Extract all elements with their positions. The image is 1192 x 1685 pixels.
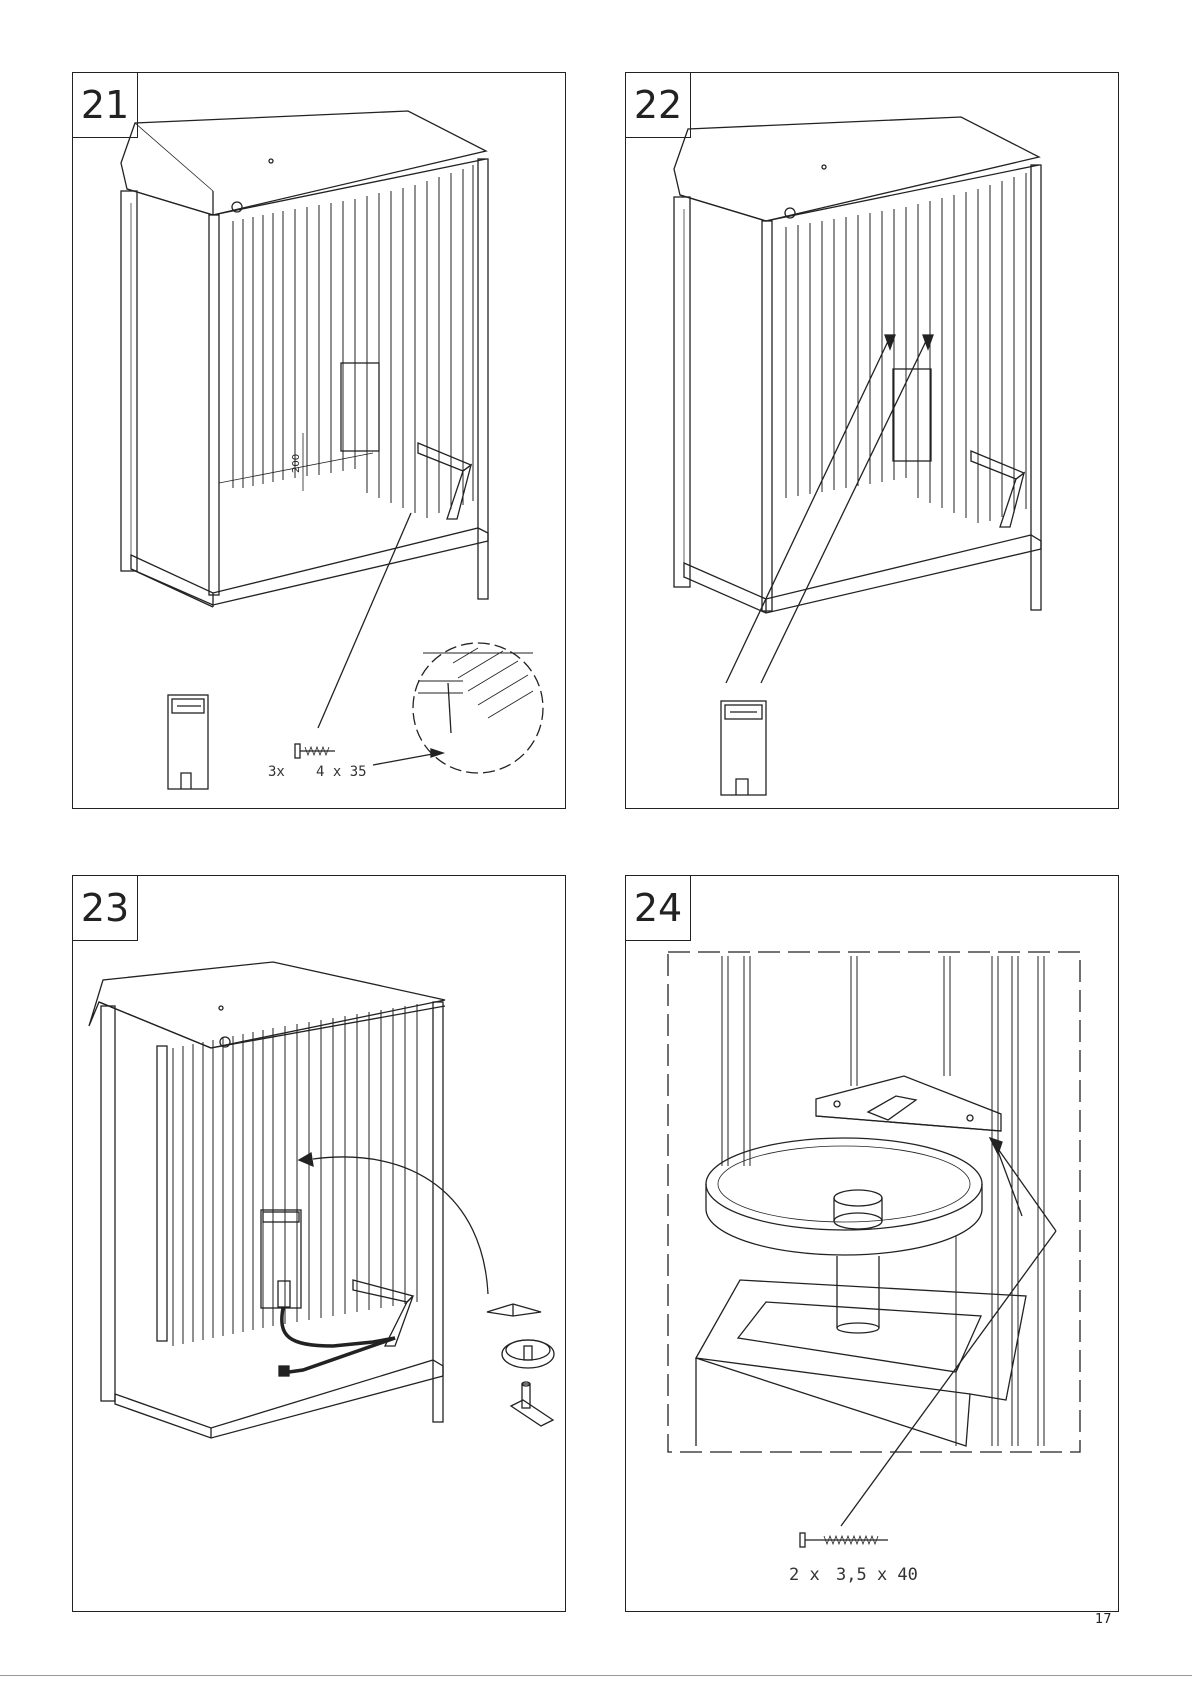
dimension-label: 200 <box>291 454 302 473</box>
screw-icon <box>800 1533 888 1547</box>
tray-part-icon <box>502 1340 554 1368</box>
step-21-panel: 21 <box>72 72 566 809</box>
screw-size: 4 x 35 <box>316 764 367 780</box>
bottom-rule <box>0 1675 1192 1676</box>
page-number: 17 <box>1095 1612 1112 1627</box>
screw-icon <box>295 744 335 758</box>
screw-quantity: 3x <box>268 764 285 780</box>
step-23-drawing <box>73 876 565 1611</box>
step-21-drawing: 200 <box>73 73 565 808</box>
bracket-part-icon <box>487 1304 541 1316</box>
step-23-panel: 23 <box>72 875 566 1612</box>
fitting-icon <box>168 695 208 789</box>
step-24-panel: 24 <box>625 875 1119 1612</box>
screw-quantity: 2 x <box>789 1565 820 1585</box>
fitting-icon <box>721 701 766 795</box>
step-22-panel: 22 <box>625 72 1119 809</box>
screw-size: 3,5 x 40 <box>836 1565 918 1585</box>
step-22-drawing <box>626 73 1118 808</box>
step-24-drawing <box>626 876 1118 1611</box>
bolt-part-icon <box>511 1382 553 1426</box>
